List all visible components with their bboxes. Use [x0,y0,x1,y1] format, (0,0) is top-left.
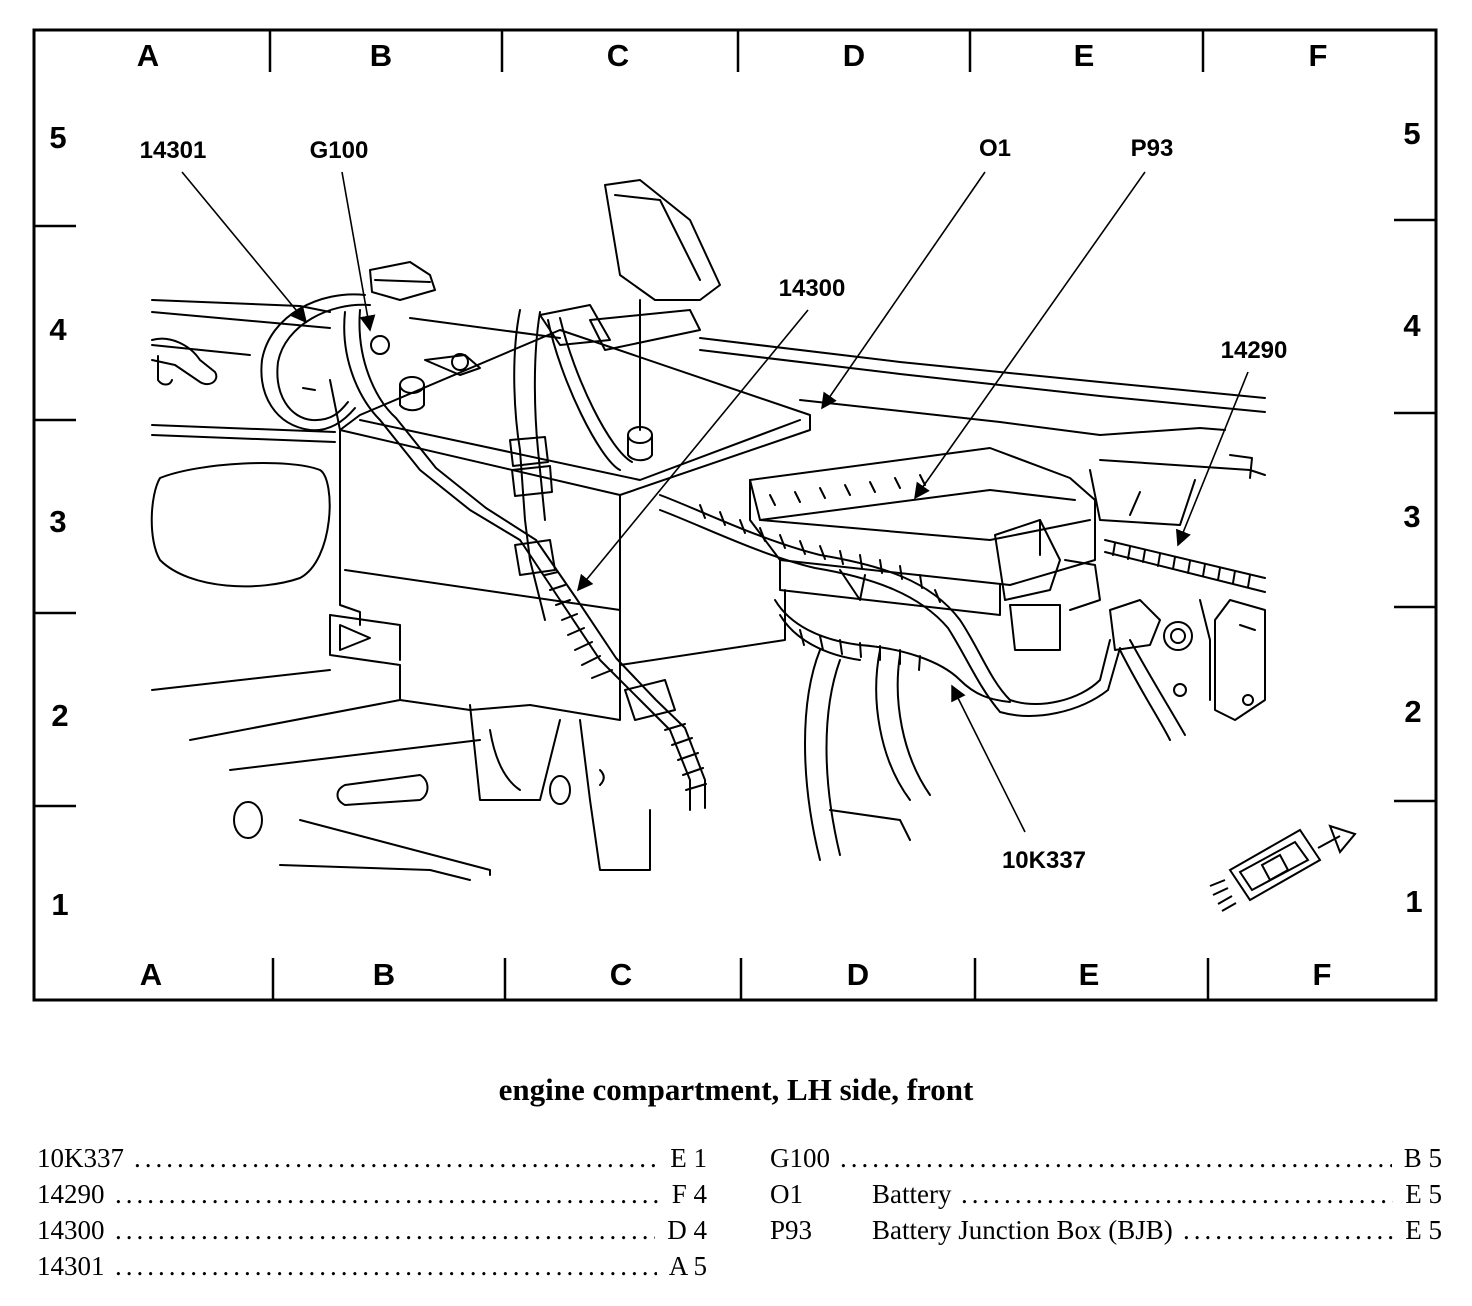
col-label-top-f: F [1309,38,1328,73]
diagram-frame: A B C D E F A B C D E F 5 4 3 2 1 5 4 3 … [32,28,1438,1002]
fan-shroud-left [804,649,821,861]
terminal-cover-lid [604,179,721,301]
locator-grid-reference: E 5 [1405,1215,1442,1245]
leader-10k337 [951,684,1026,833]
col-label-bottom-d: D [847,957,869,992]
callout-14300: 14300 [779,275,846,302]
battery-top [339,329,811,496]
row-label-right-1: 1 [1405,884,1422,919]
leader-14290 [1175,371,1249,547]
leader-14301 [181,171,308,324]
callout-g100: G100 [310,137,369,164]
row-label-left-4: 4 [49,312,67,347]
fender-cutout [150,462,331,588]
col-label-top-a: A [137,38,159,73]
diagram-caption: engine compartment, LH side, front [498,1072,974,1107]
ground-clamp [369,261,436,301]
component-locator-right: G100 B 5.................................… [770,1140,1442,1248]
battery-tray [329,614,621,721]
harness-10K337 [659,494,1111,705]
leader-g100 [341,171,376,332]
locator-grid-reference: F 4 [671,1179,707,1209]
callout-14301: 14301 [140,137,207,164]
locator-grid-reference: E 1 [670,1143,707,1173]
locator-code: 10K337 [37,1143,124,1173]
left-row-ticks [34,224,76,808]
bottom-column-ticks [271,958,1210,1000]
locator-code: 14300 [37,1215,105,1245]
dot-leader: ........................................… [961,1179,1393,1209]
harness-14290 [1104,539,1266,579]
callout-o1: O1 [979,135,1011,162]
right-row-ticks [1394,218,1436,803]
locator-row: 14290 F 4................................… [37,1176,707,1212]
leader-p93 [914,171,1146,500]
row-label-left-2: 2 [51,698,68,733]
col-label-bottom-b: B [373,957,395,992]
locator-code: O1 [770,1179,803,1209]
battery-post-negative [399,376,425,394]
component-locator-left: 10K337 E 1...............................… [37,1140,707,1284]
col-label-bottom-e: E [1079,957,1100,992]
row-label-right-3: 3 [1403,499,1420,534]
vehicle-direction-icon [1209,824,1357,912]
grommet [1163,621,1193,651]
col-label-top-d: D [843,38,865,73]
row-label-right-5: 5 [1403,116,1420,151]
diagram-border [32,28,1438,1002]
cable-14300-outer [343,311,691,811]
locator-row: O1 Battery E 5............................… [770,1176,1442,1212]
col-label-bottom-f: F [1313,957,1332,992]
battery-junction-box [749,447,1096,586]
locator-code: 14290 [37,1179,105,1209]
callout-14290: 14290 [1221,337,1288,364]
top-column-ticks [268,30,1205,72]
locator-row: P93 Battery Junction Box (BJB) E 5........… [770,1212,1442,1248]
locator-grid-reference: D 4 [667,1215,707,1245]
leader-lines [181,171,1249,833]
col-label-top-e: E [1074,38,1095,73]
locator-description: Battery Junction Box (BJB) [872,1215,1173,1245]
locator-description: Battery [872,1179,952,1209]
locator-grid-reference: E 5 [1405,1179,1442,1209]
dot-leader: ........................................… [115,1251,657,1281]
locator-code: G100 [770,1143,830,1173]
col-label-bottom-a: A [140,957,162,992]
callout-p93: P93 [1131,135,1174,162]
callout-10k337: 10K337 [1002,847,1086,874]
col-label-bottom-c: C [610,957,632,992]
engine-compartment-illustration [150,179,1266,881]
locator-grid-reference: A 5 [668,1251,707,1281]
leader-14300 [576,309,809,592]
locator-row: 14301 A 5................................… [37,1248,707,1284]
row-label-left-3: 3 [49,504,66,539]
row-label-left-1: 1 [51,887,68,922]
radiator-support-top [699,337,1266,399]
locator-grid-reference: B 5 [1403,1143,1442,1173]
row-label-right-2: 2 [1404,694,1421,729]
dot-leader: ........................................… [840,1143,1392,1173]
dot-leader: ........................................… [115,1179,660,1209]
col-label-top-b: B [370,38,392,73]
col-label-top-c: C [607,38,629,73]
engine-compartment-diagram: A B C D E F A B C D E F 5 4 3 2 1 5 4 3 … [32,28,1438,1002]
row-label-right-4: 4 [1403,308,1421,343]
dot-leader: ........................................… [1183,1215,1393,1245]
locator-code: 14301 [37,1251,105,1281]
locator-code: P93 [770,1215,813,1245]
locator-row: 10K337 E 1...............................… [37,1140,707,1176]
locator-row: G100 B 5.................................… [770,1140,1442,1176]
dot-leader: ........................................… [115,1215,655,1245]
leader-o1 [821,171,986,410]
cable-14301 [260,293,366,432]
battery-case-left [339,429,361,626]
locator-row: 14300 D 4................................… [37,1212,707,1248]
row-label-left-5: 5 [49,120,66,155]
dot-leader: ........................................… [134,1143,658,1173]
